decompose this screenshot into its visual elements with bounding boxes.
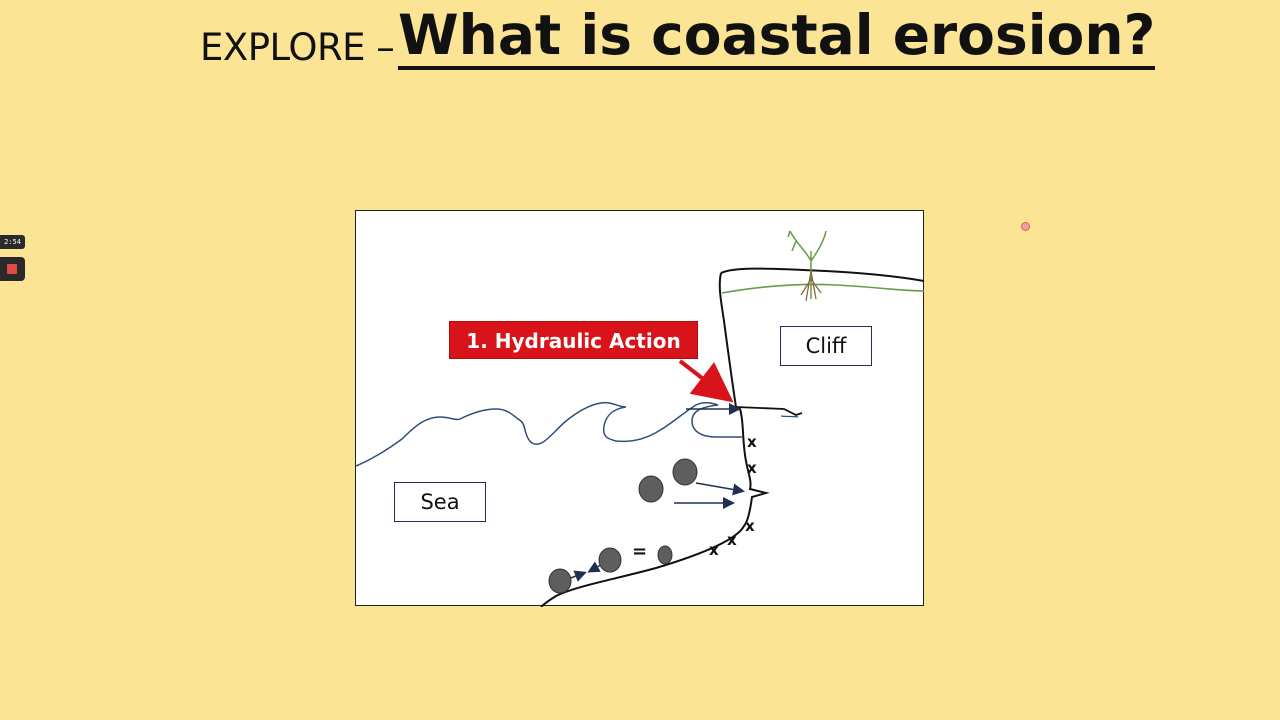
sea-label: Sea — [394, 482, 486, 522]
rock-medium-1 — [598, 547, 622, 573]
sea-spray-line — [780, 415, 799, 418]
stop-recording-button[interactable] — [0, 257, 25, 281]
cliff-label: Cliff — [780, 326, 872, 366]
equals-sign: = — [632, 541, 648, 562]
diagram-drawing — [356, 230, 925, 607]
rock-medium-2 — [548, 568, 572, 594]
rock-large-1 — [638, 475, 664, 503]
cliff-top-line — [720, 267, 925, 282]
callout-pointer-arrow — [678, 359, 734, 403]
cliff-notch-line — [735, 406, 803, 416]
rock-arrow-upper — [695, 482, 745, 496]
erosion-mark: x — [747, 433, 757, 451]
hydraulic-action-callout: 1. Hydraulic Action — [449, 321, 698, 359]
plant-stem-icon — [787, 230, 827, 299]
stop-square-icon — [7, 264, 17, 274]
grass-line — [721, 283, 925, 294]
erosion-mark: x — [709, 541, 719, 559]
slide-title: EXPLORE – What is coastal erosion? — [200, 4, 1156, 74]
title-prefix: EXPLORE – — [200, 26, 395, 69]
erosion-mark: x — [727, 531, 737, 549]
recording-timer: 2:54 — [0, 235, 25, 249]
title-main: What is coastal erosion? — [398, 4, 1156, 70]
sea-surface-wave — [356, 401, 742, 467]
erosion-mark: x — [747, 459, 757, 477]
rock-large-2 — [672, 458, 698, 486]
cliff-face-line — [540, 272, 770, 607]
erosion-mark: x — [745, 517, 755, 535]
plant-roots-icon — [800, 270, 822, 302]
pointer-cursor-icon — [1021, 222, 1030, 231]
coastal-erosion-diagram: x x x x x = 1. Hydraulic Action Cliff Se… — [355, 210, 925, 607]
rock-small-1 — [657, 545, 673, 565]
